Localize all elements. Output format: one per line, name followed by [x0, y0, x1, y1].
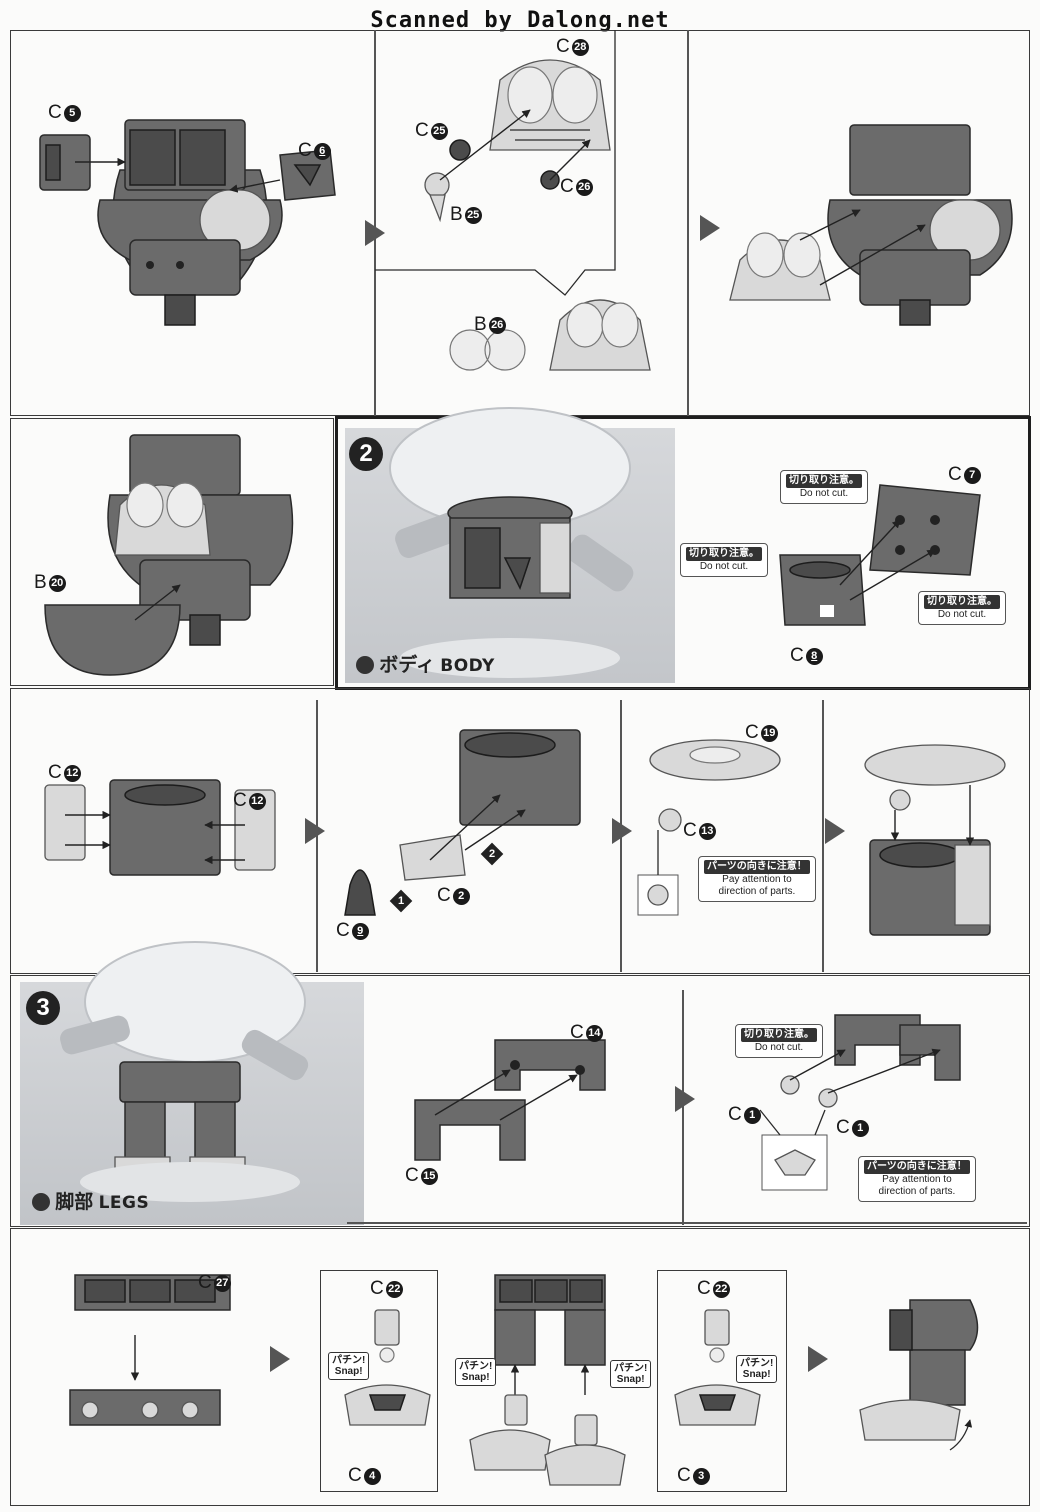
legs-and-feet-assembly-drawing: [469, 1274, 626, 1486]
next-step-arrow: [825, 818, 845, 844]
legs-final-side-view-drawing: [859, 1299, 979, 1451]
snap-callout: パチン!Snap!: [610, 1360, 652, 1388]
do-not-cut-note: 切り取り注意。Do not cut.: [780, 470, 868, 504]
body-front-parts-drawing: [344, 729, 581, 916]
head-with-eyes-drawing: [729, 124, 1013, 326]
legs-preview-drawing: [60, 941, 309, 1202]
next-step-arrow: [305, 818, 325, 844]
snap-callout: パチン!Snap!: [736, 1355, 778, 1383]
do-not-cut-note: 切り取り注意。Do not cut.: [680, 543, 768, 577]
do-not-cut-note: 切り取り注意。Do not cut.: [918, 591, 1006, 625]
do-not-cut-note: 切り取り注意。Do not cut.: [735, 1024, 823, 1058]
right-foot-drawing: [674, 1309, 761, 1426]
eye-parts-drawing: [424, 59, 651, 371]
top-disc-and-joint-drawing: [637, 739, 781, 916]
step-1-final-panel: [10, 418, 334, 686]
callout-bubble-outline: [375, 30, 616, 296]
head-cover-drawing: [44, 434, 294, 676]
left-foot-drawing: [344, 1309, 431, 1426]
next-step-arrow: [365, 220, 385, 246]
legs-section-title: 脚部 LEGS: [32, 1187, 149, 1214]
right-foot-detail-box: [657, 1270, 787, 1492]
scan-credit-banner: Scanned by Dalong.net: [370, 8, 670, 33]
panel-divider: [822, 700, 824, 972]
panel-divider: [687, 30, 689, 416]
next-step-arrow: [808, 1346, 828, 1372]
panel-divider: [347, 1222, 1027, 1224]
next-step-arrow: [700, 215, 720, 241]
step-3-legs-panel: [10, 975, 1030, 1227]
body-side-panels-drawing: [44, 779, 276, 876]
snap-callout: パチン!Snap!: [328, 1352, 370, 1380]
left-foot-detail-box: [320, 1270, 438, 1492]
snap-callout: パチン!Snap!: [455, 1358, 497, 1386]
next-step-arrow: [270, 1346, 290, 1372]
head-assembly-drawing: [39, 119, 336, 326]
step-2-assembly-panel: [10, 688, 1030, 974]
body-preview-drawing: [389, 407, 634, 678]
body-section-title: ボディ BODY: [356, 650, 495, 677]
section-icon: [356, 656, 374, 674]
leg-frame-parts-drawing: [414, 1039, 606, 1161]
next-step-arrow: [612, 818, 632, 844]
step-3-assembly-panel: [10, 1228, 1030, 1506]
section-icon: [32, 1193, 50, 1211]
leg-joint-parts-drawing: [759, 1014, 961, 1191]
body-completed-drawing: [864, 744, 1006, 936]
next-step-arrow: [675, 1086, 695, 1112]
step-number-2: 2: [349, 437, 383, 471]
body-frame-parts-drawing: [779, 484, 981, 626]
leg-base-with-cover-drawing: [69, 1274, 231, 1426]
step-number-3: 3: [26, 991, 60, 1025]
